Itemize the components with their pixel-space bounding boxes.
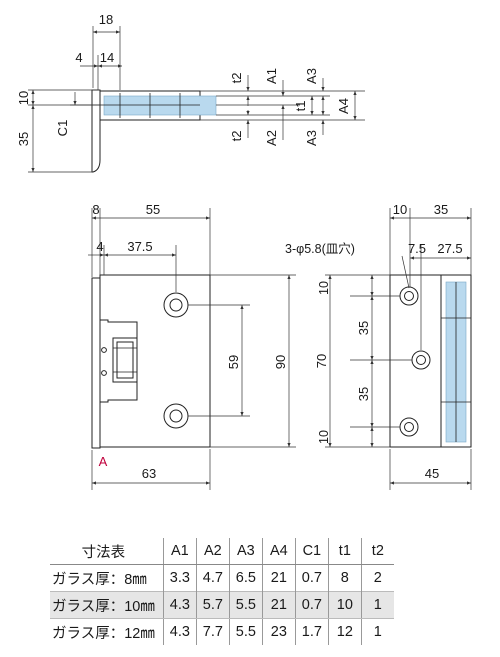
- table-cell: 5.5: [228, 618, 263, 645]
- table-cell: 0.7: [294, 564, 329, 592]
- table-row: ガラス厚：10㎜ 4.3 5.7 5.5 21 0.7 10 1: [50, 591, 394, 619]
- table-cell: 2: [360, 564, 394, 592]
- table-cell: 5.7: [195, 591, 230, 619]
- dim-90: 90: [273, 355, 288, 369]
- table-cell: 21: [261, 591, 296, 619]
- side-dim-7-5: 7.5: [408, 241, 426, 256]
- holes-note: 3-φ5.8(皿穴): [285, 241, 355, 256]
- dim-14: 14: [100, 50, 114, 65]
- row-label: ガラス厚：12㎜: [52, 625, 155, 642]
- dim-35-left: 35: [16, 132, 31, 146]
- table-row: ガラス厚：12㎜ 4.3 7.7 5.5 23 1.7 12 1: [50, 618, 394, 645]
- table-cell: 4.7: [195, 564, 230, 592]
- table-cell: 1: [360, 618, 394, 645]
- dim-10-left: 10: [16, 91, 31, 105]
- dim-c1: C1: [55, 120, 70, 137]
- dim-a3-bottom: A3: [304, 130, 319, 146]
- side-dim-27-5: 27.5: [437, 241, 462, 256]
- dim-t1: t1: [293, 101, 308, 112]
- table-cell: 4.3: [162, 618, 197, 645]
- side-v10-top: 10: [317, 281, 331, 295]
- dim-4: 4: [75, 50, 82, 65]
- side-v70: 70: [314, 354, 329, 368]
- side-view: 10 35 3-φ5.8(皿穴) 7.5 27.5 10 35 70 35 10…: [285, 202, 472, 490]
- side-dim-45: 45: [425, 466, 439, 481]
- top-view: 18 4 14 10 35 C1 t2 A1 A3: [16, 12, 365, 173]
- row-label: ガラス厚：10㎜: [50, 591, 164, 619]
- dim-a3-top: A3: [304, 68, 319, 84]
- table-cell: 0.7: [294, 591, 329, 619]
- side-v35-b: 35: [356, 387, 371, 401]
- table-title: 寸法表: [50, 538, 164, 565]
- table-cell: 12: [327, 618, 362, 645]
- col-header: C1: [294, 538, 329, 565]
- hinge-drawing: 18 4 14 10 35 C1 t2 A1 A3: [16, 12, 472, 490]
- table-header-row: 寸法表 A1 A2 A3 A4 C1 t1 t2: [50, 538, 394, 565]
- col-header: A3: [228, 538, 263, 565]
- dim-59: 59: [226, 355, 241, 369]
- table-cell: 1.7: [294, 618, 329, 645]
- row-label: ガラス厚：8㎜: [52, 571, 147, 588]
- dim-37-5: 37.5: [127, 239, 152, 254]
- table-cell: 23: [261, 618, 296, 645]
- mark-a: A: [99, 454, 108, 469]
- dim-4-front: 4: [96, 239, 103, 254]
- dim-t2-top: t2: [229, 73, 244, 84]
- table-cell: 5.5: [228, 591, 263, 619]
- col-header: A4: [261, 538, 296, 565]
- col-header: A1: [162, 538, 197, 565]
- table-cell: 8: [327, 564, 362, 592]
- dim-t2-bottom: t2: [229, 131, 244, 142]
- front-view: 8 55 4 37.5 59 90 63 A: [88, 202, 296, 490]
- table-cell: 4.3: [162, 591, 197, 619]
- side-dim-35: 35: [434, 202, 448, 217]
- dim-63: 63: [142, 466, 156, 481]
- table-cell: 21: [261, 564, 296, 592]
- dim-55: 55: [146, 202, 160, 217]
- dim-8: 8: [92, 202, 99, 217]
- table-row: ガラス厚：8㎜ 3.3 4.7 6.5 21 0.7 8 2: [50, 564, 394, 592]
- col-header: t2: [360, 538, 394, 565]
- dim-a2: A2: [264, 130, 279, 146]
- table-cell: 10: [327, 591, 362, 619]
- side-dim-10: 10: [393, 202, 407, 217]
- table-cell: 6.5: [228, 564, 263, 592]
- dimension-table: 寸法表 A1 A2 A3 A4 C1 t1 t2 ガラス厚：8㎜ 3.3 4.7…: [50, 538, 394, 645]
- table-cell: 7.7: [195, 618, 230, 645]
- dim-a1: A1: [264, 68, 279, 84]
- dim-18: 18: [99, 12, 113, 27]
- side-v10-bottom: 10: [317, 430, 331, 444]
- table-cell: 1: [360, 591, 394, 619]
- dim-a4: A4: [336, 98, 351, 114]
- col-header: t1: [327, 538, 362, 565]
- side-v35-a: 35: [356, 321, 371, 335]
- col-header: A2: [195, 538, 230, 565]
- table-cell: 3.3: [162, 564, 197, 592]
